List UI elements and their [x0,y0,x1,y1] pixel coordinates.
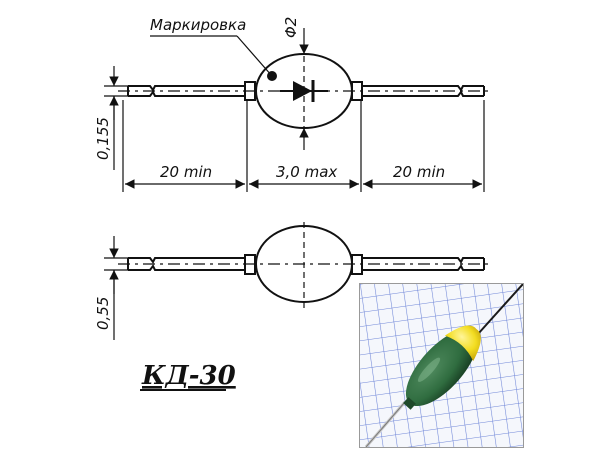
side-view: 0,55 [94,222,492,340]
thickness-top-label: 0,155 [94,117,112,160]
body-length-label: 3,0 max [276,163,337,181]
diameter-label: Φ2 [282,17,300,38]
part-name: КД-30 [141,361,236,391]
thickness-bottom-label: 0,55 [94,297,112,330]
right-lead-top [362,85,485,97]
diode-photo [359,283,524,448]
right-lead-side [362,257,485,271]
top-view: Маркировка Φ2 0,155 20 min 3,0 max 20 mi… [94,16,492,192]
marking-label: Маркировка [150,16,246,34]
lead-length-right-label: 20 min [393,163,445,181]
diode-symbol-icon [280,80,328,102]
lead-length-left-label: 20 min [160,163,212,181]
